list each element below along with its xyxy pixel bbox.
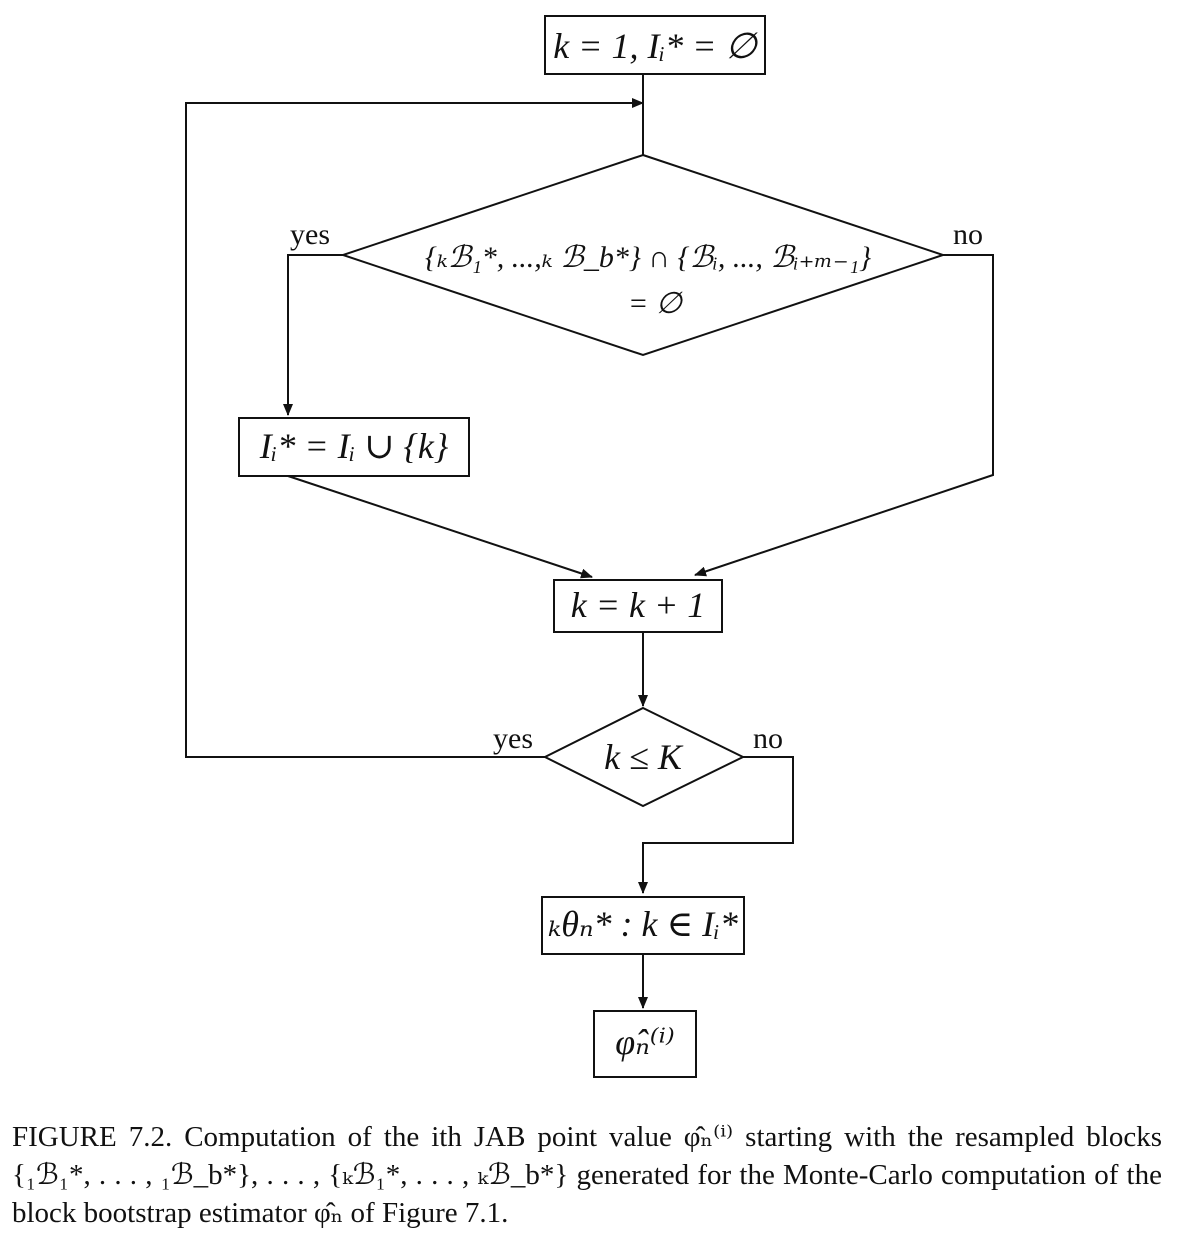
edge-decision1-yes bbox=[283, 254, 343, 416]
decision1-no-label: no bbox=[953, 218, 983, 251]
decision1-line2: = ∅ bbox=[628, 287, 684, 320]
decision2-no-label: no bbox=[753, 722, 783, 755]
decision2-yes-label: yes bbox=[493, 722, 533, 755]
start-node: k = 1, Iᵢ* = ∅ bbox=[544, 15, 766, 75]
result-node: φ̂ₙ⁽ⁱ⁾ bbox=[593, 1010, 697, 1078]
decision2-label: k ≤ K bbox=[604, 737, 684, 777]
update-set-label: Iᵢ* = Iᵢ ∪ {k} bbox=[259, 426, 449, 466]
decision1-line1: {ₖℬ₁*, ...,ₖ ℬ_b*} ∩ {ℬᵢ, ..., ℬᵢ₊ₘ₋₁} bbox=[425, 241, 871, 274]
increment-node: k = k + 1 bbox=[553, 579, 723, 633]
edge-decision2-no bbox=[638, 756, 794, 894]
edge-update-to-increment bbox=[287, 475, 593, 579]
figure-caption-text: FIGURE 7.2. Computation of the ith JAB p… bbox=[12, 1121, 1162, 1229]
collect-node: ₖθₙ* : k ∈ Iᵢ* bbox=[541, 896, 745, 955]
increment-label: k = k + 1 bbox=[571, 585, 706, 625]
edge-decision1-no bbox=[694, 254, 994, 577]
decision2-node: k ≤ K bbox=[542, 706, 746, 808]
start-node-label: k = 1, Iᵢ* = ∅ bbox=[553, 26, 758, 66]
flowchart: k = 1, Iᵢ* = ∅ {ₖℬ₁*, ...,ₖ ℬ_b*} ∩ {ℬᵢ,… bbox=[185, 15, 994, 1078]
result-label: φ̂ₙ⁽ⁱ⁾ bbox=[615, 1022, 674, 1062]
figure-caption: FIGURE 7.2. Computation of the ith JAB p… bbox=[12, 1118, 1162, 1232]
collect-label: ₖθₙ* : k ∈ Iᵢ* bbox=[548, 904, 738, 944]
loop-back-edge bbox=[185, 98, 644, 758]
update-set-node: Iᵢ* = Iᵢ ∪ {k} bbox=[238, 417, 470, 477]
decision1-yes-label: yes bbox=[290, 218, 330, 251]
decision1-node: {ₖℬ₁*, ...,ₖ ℬ_b*} ∩ {ℬᵢ, ..., ℬᵢ₊ₘ₋₁} =… bbox=[339, 153, 947, 357]
